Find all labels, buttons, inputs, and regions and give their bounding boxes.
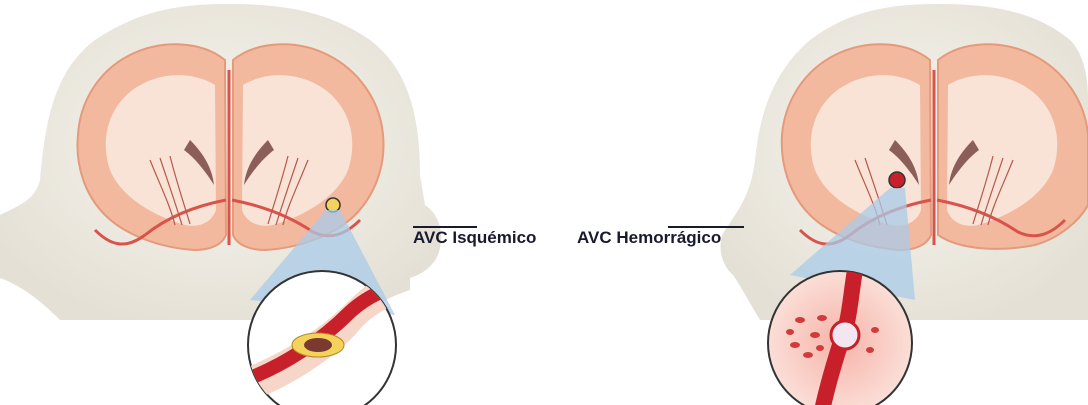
bleed-marker — [889, 172, 905, 188]
hemorrhagic-label: AVC Hemorrágico — [577, 228, 721, 248]
ischemic-panel — [0, 4, 441, 405]
label-overline — [668, 226, 744, 228]
ischemic-label-text: AVC Isquémico — [413, 228, 536, 247]
zoom-detail-hemorrhagic — [768, 270, 912, 405]
ischemic-label: AVC Isquémico — [413, 228, 536, 248]
hemorrhagic-label-text: AVC Hemorrágico — [577, 228, 721, 247]
occlusion-marker — [326, 198, 340, 212]
label-overline — [413, 226, 477, 228]
hemorrhagic-panel — [720, 4, 1088, 405]
